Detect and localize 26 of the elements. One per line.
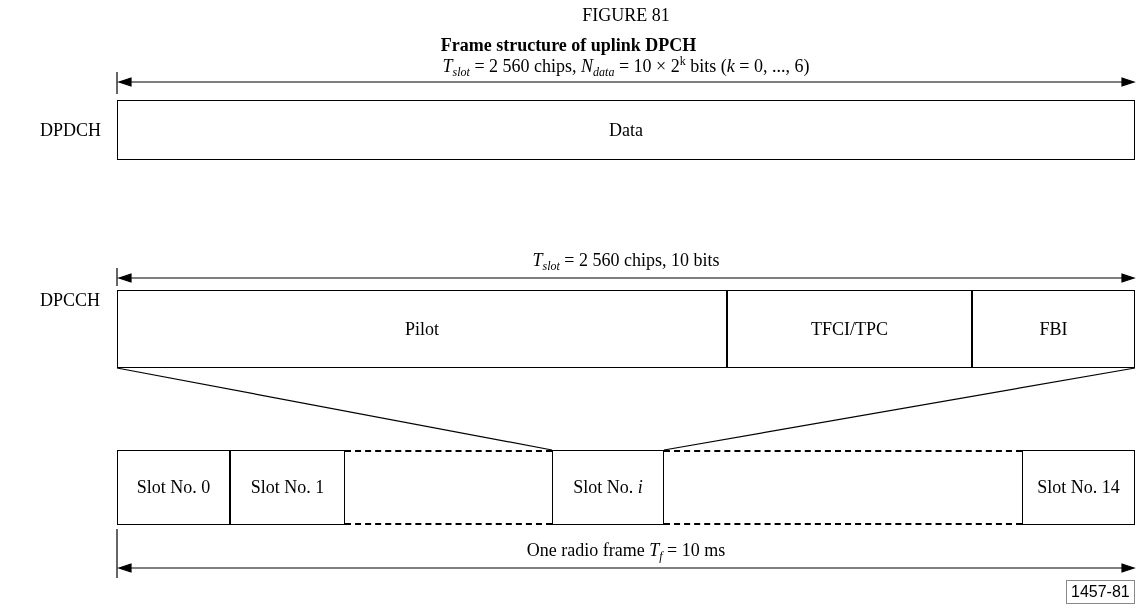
- figure-code: 1457-81: [1066, 580, 1135, 604]
- slot-box: [117, 450, 230, 525]
- figure-number: FIGURE 81: [581, 5, 671, 26]
- field-box: [727, 290, 972, 368]
- dimension-label: T$_{slot}$ = 2 560 chips, 10 bits: [531, 250, 721, 274]
- expansion-line: [663, 367, 1136, 451]
- field-label: Slot No. i: [573, 477, 643, 498]
- slot-box: [552, 450, 664, 525]
- slot-box: [1022, 450, 1135, 525]
- field-label: Pilot: [405, 318, 439, 340]
- field-label: FBI: [1039, 318, 1068, 340]
- field-label: TFCI/TPC: [811, 318, 888, 340]
- dimension-label: T$_{slot}$ = 2 560 chips, N$_{data}$ = 10 × 2$^{k}$ bits (k = 0, ..., 6): [441, 54, 811, 80]
- field-box: [117, 290, 727, 368]
- channel-label: DPDCH: [40, 120, 101, 141]
- figure-title: Frame structure of uplink DPCH: [439, 35, 698, 56]
- field-label: Data: [609, 119, 643, 141]
- field-label: Slot No. 14: [1037, 477, 1120, 498]
- slot-box: [230, 450, 345, 525]
- dimension-label: One radio frame T$_{f}$ = 10 ms: [525, 540, 727, 564]
- field-label: Slot No. 1: [250, 477, 325, 498]
- field-label: Slot No. 0: [136, 477, 211, 498]
- field-box: [117, 100, 1135, 160]
- field-box: [972, 290, 1135, 368]
- expansion-line: [116, 367, 553, 451]
- channel-label: DPCCH: [40, 290, 101, 311]
